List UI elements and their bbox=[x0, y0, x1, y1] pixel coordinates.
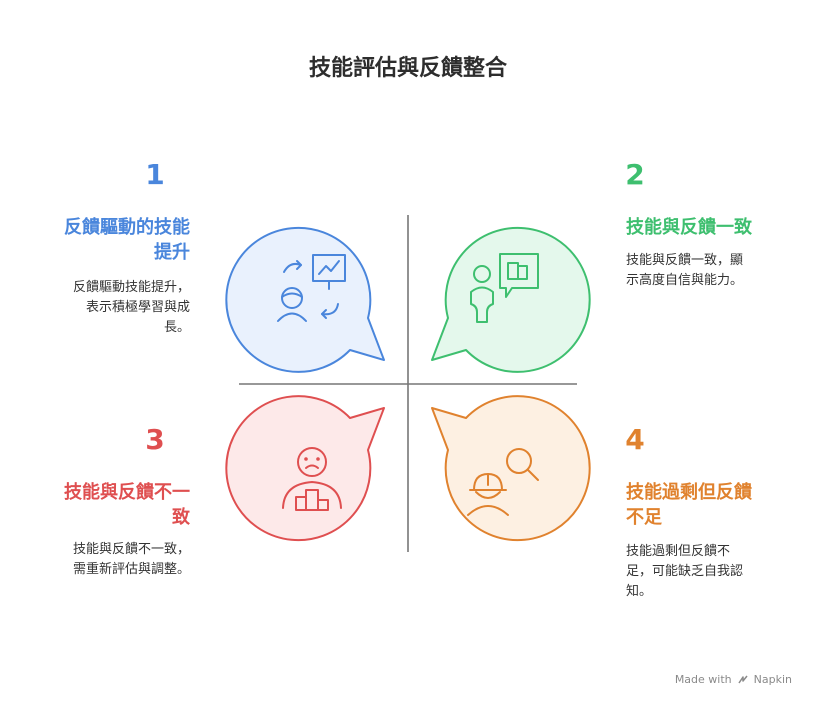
quadrant-4-number: 4 bbox=[625, 423, 645, 456]
quadrant-1-number: 1 bbox=[145, 158, 165, 191]
bubble-4 bbox=[431, 395, 591, 542]
napkin-logo-icon bbox=[738, 675, 748, 683]
bubble-3 bbox=[225, 395, 385, 542]
person-presenting-board-icon bbox=[470, 253, 539, 323]
quadrant-2-number: 2 bbox=[625, 158, 645, 191]
worker-magnifier-icon bbox=[467, 448, 539, 516]
quadrant-3-heading: 技能與反饋不一 致 bbox=[64, 482, 190, 528]
quadrant-1-description: 反饋驅動技能提升， 表示積極學習與成 長。 bbox=[72, 280, 190, 335]
quadrant-2-heading: 技能與反饋一致 bbox=[626, 217, 752, 238]
training-presentation-icon bbox=[277, 254, 346, 322]
sad-person-podium-icon bbox=[282, 447, 342, 511]
bubble-1 bbox=[225, 226, 385, 373]
quadrant-4-heading: 技能過剩但反饋 不足 bbox=[626, 482, 752, 528]
bubble-2 bbox=[431, 226, 591, 373]
napkin-brand-label: Napkin bbox=[753, 673, 792, 686]
quadrant-4-description: 技能過剩但反饋不 足，可能缺乏自我認 知。 bbox=[626, 544, 744, 599]
quadrant-3-description: 技能與反饋不一致， 需重新評估與調整。 bbox=[72, 542, 190, 577]
quadrant-1-heading: 反饋驅動的技能 提升 bbox=[64, 217, 190, 263]
quadrant-2-description: 技能與反饋一致，顯 示高度自信與能力。 bbox=[626, 253, 744, 288]
made-with-label: Made with bbox=[674, 673, 732, 686]
quadrant-3-number: 3 bbox=[145, 423, 165, 456]
made-with-napkin-footer[interactable]: Made with Napkin bbox=[675, 673, 792, 686]
diagram-title: 技能評估與反饋整合 bbox=[308, 56, 507, 81]
